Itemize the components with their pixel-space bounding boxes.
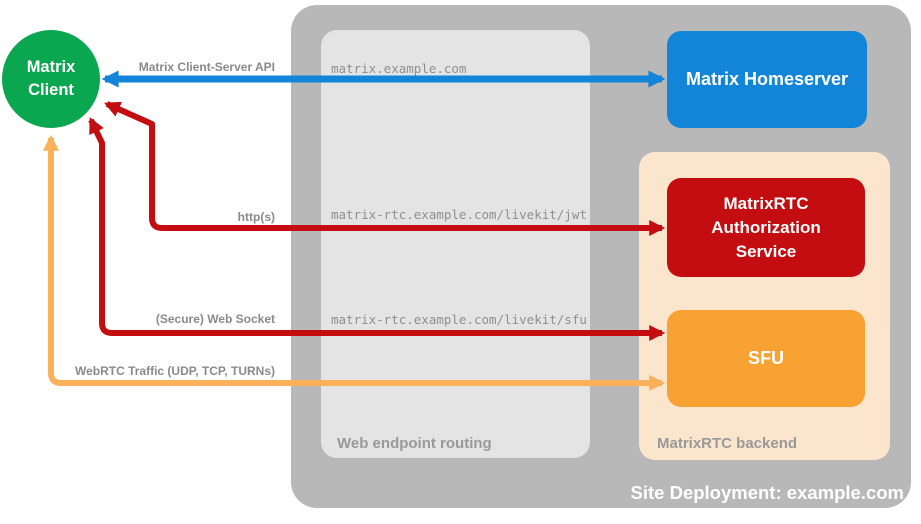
endpoint-livekit-sfu: matrix-rtc.example.com/livekit/sfu <box>331 312 587 327</box>
node-sfu: SFU <box>667 310 865 407</box>
connection-label-https: http(s) <box>237 210 275 224</box>
connection-label-webrtc-traffic: WebRTC Traffic (UDP, TCP, TURNs) <box>74 364 275 378</box>
web-endpoint-routing-box <box>321 30 590 458</box>
node-matrixrtc-authorization-service: MatrixRTC Authorization Service <box>667 178 865 277</box>
site-deployment-label: Site Deployment: example.com <box>630 482 904 503</box>
endpoint-livekit-jwt: matrix-rtc.example.com/livekit/jwt <box>331 207 587 222</box>
endpoint-matrix-example-com: matrix.example.com <box>331 61 467 76</box>
connection-label-matrix-client-server-api: Matrix Client-Server API <box>138 60 275 74</box>
connection-label-secure-web-socket: (Secure) Web Socket <box>155 312 275 326</box>
matrixrtc-backend-label: MatrixRTC backend <box>657 435 798 452</box>
node-matrix-client: Matrix Client <box>2 30 100 128</box>
node-matrix-homeserver: Matrix Homeserver <box>667 31 867 128</box>
web-endpoint-routing-label: Web endpoint routing <box>337 435 492 452</box>
